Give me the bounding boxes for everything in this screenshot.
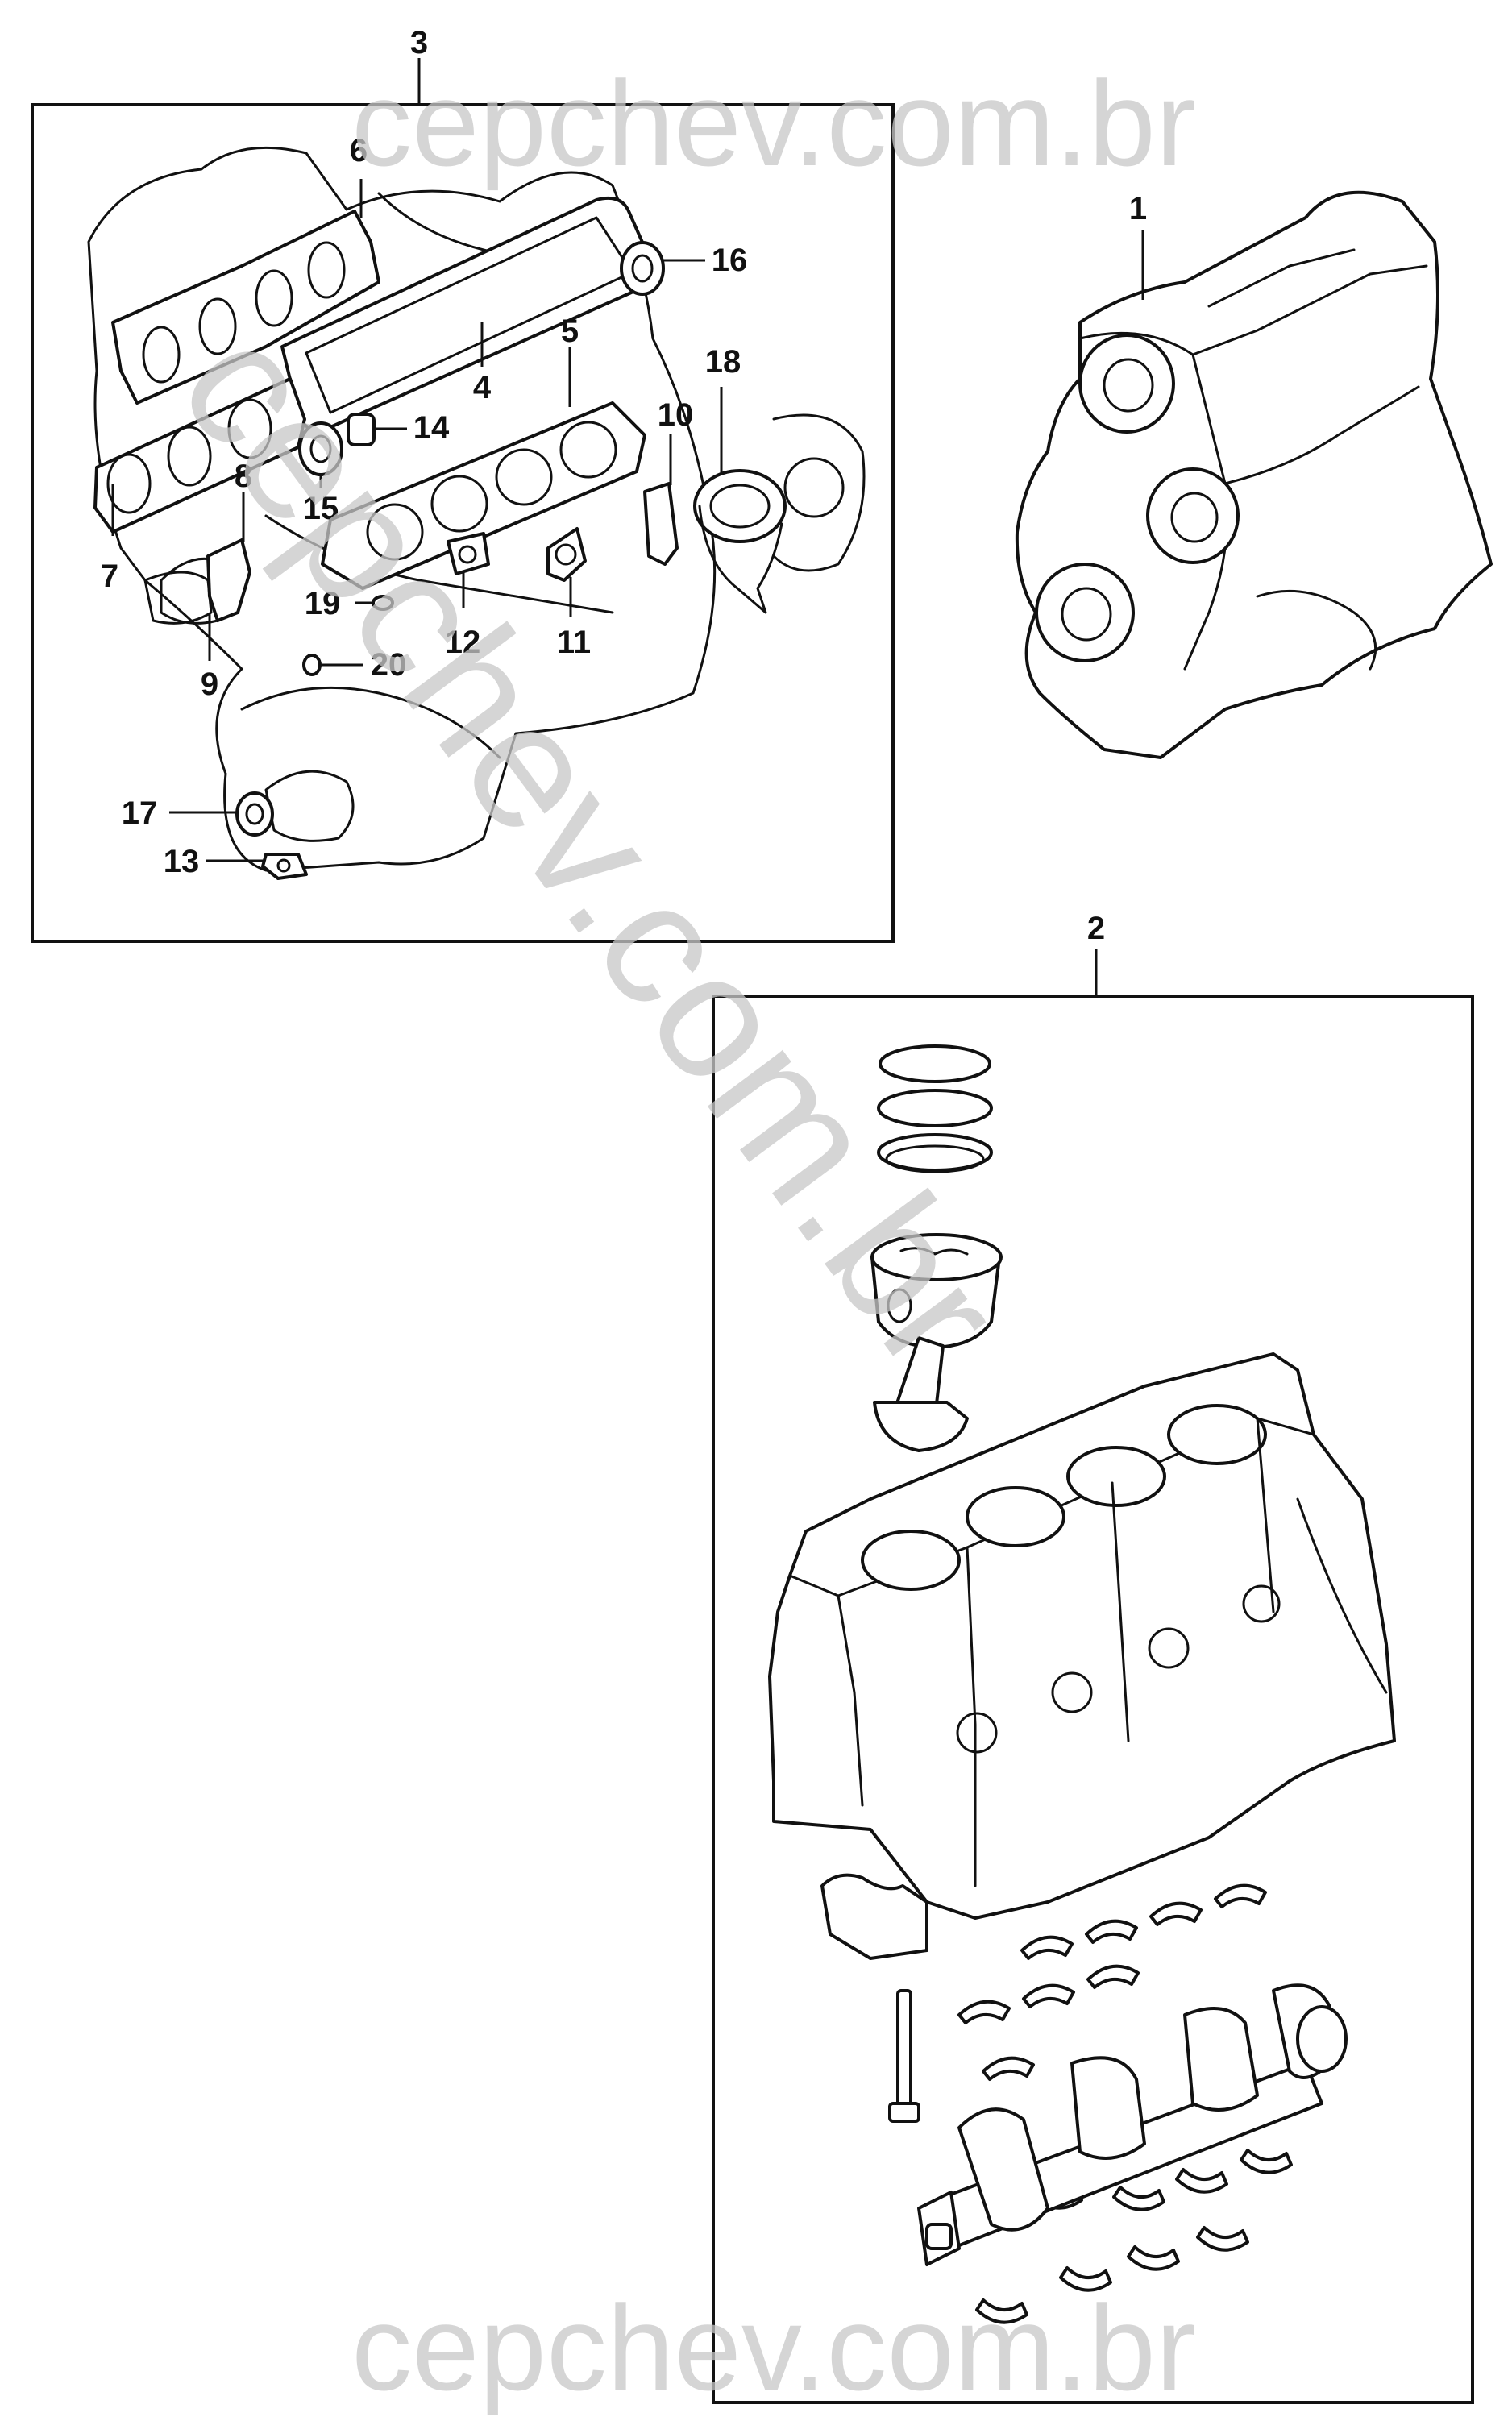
callout-5: 5 <box>561 314 579 349</box>
callout-labels: 1 2 3 4 5 6 7 8 9 10 11 12 13 14 15 16 1… <box>101 25 1147 946</box>
small-gasket-13 <box>261 853 308 880</box>
callout-3: 3 <box>410 25 428 60</box>
front-crank-seal <box>235 791 274 837</box>
watermark-bottom: cepchev.com.br <box>351 2280 1196 2415</box>
intake-manifold-gasket <box>93 377 306 534</box>
cylinder-head-gasket <box>321 401 646 590</box>
callout-10: 10 <box>658 397 694 433</box>
rear-main-seal <box>693 469 787 614</box>
callout-18: 18 <box>705 344 741 380</box>
callout-20: 20 <box>371 647 407 683</box>
callout-7: 7 <box>101 559 118 594</box>
thermostat-housing-gasket <box>143 538 251 625</box>
short-block-frame <box>712 995 1474 2404</box>
callout-6: 6 <box>350 133 368 168</box>
callout-12: 12 <box>445 625 481 660</box>
cylinder-block <box>768 1352 1396 1920</box>
callout-4: 4 <box>473 370 492 405</box>
crankshaft <box>917 1983 1348 2266</box>
callout-8: 8 <box>235 459 252 494</box>
engine-assembly <box>1015 190 1493 759</box>
callout-15: 15 <box>303 491 339 526</box>
callout-13: 13 <box>164 844 200 879</box>
callout-19: 19 <box>305 586 341 621</box>
camshaft-seal <box>620 241 665 296</box>
exhaust-manifold-gasket <box>111 210 380 405</box>
piston-rings <box>877 1044 993 1173</box>
main-bearing-bolt <box>888 1989 920 2123</box>
callout-9: 9 <box>201 667 218 702</box>
callout-1: 1 <box>1129 191 1147 226</box>
piston-and-rod <box>870 1233 1003 1452</box>
short-block-group <box>712 949 1474 2404</box>
flange-gasket-11 <box>546 527 587 582</box>
valve-stem-seal-15 <box>298 421 343 476</box>
callout-14: 14 <box>413 410 450 446</box>
callout-17: 17 <box>122 795 158 831</box>
o-ring-20 <box>302 654 322 676</box>
bearing-shells <box>957 1883 1293 2324</box>
gasket-kit-group <box>31 58 895 943</box>
flange-gasket-12 <box>447 532 490 575</box>
oil-seal-retainer-gasket <box>643 482 679 566</box>
gasket-kit-frame <box>31 103 895 943</box>
main-bearing-cap <box>820 1873 928 1960</box>
callout-11: 11 <box>557 625 591 660</box>
watermark-top: cepchev.com.br <box>351 56 1196 191</box>
callout-16: 16 <box>712 243 748 278</box>
callout-2: 2 <box>1087 911 1105 946</box>
